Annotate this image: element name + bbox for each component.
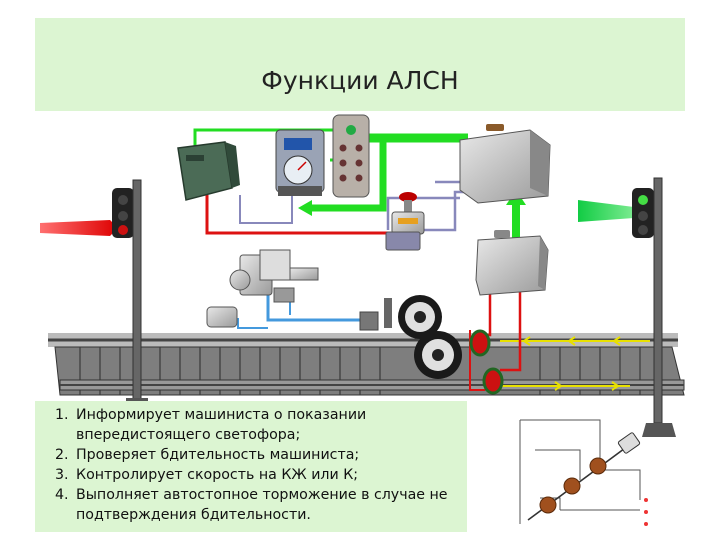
functions-list: Информирует машиниста о показании вперед… — [53, 405, 459, 525]
relay-box — [475, 230, 549, 296]
signal-right-green — [578, 177, 676, 437]
receiving-coils — [469, 329, 504, 395]
function-item-3: Контролирует скорость на КЖ или К; — [73, 465, 459, 485]
function-item-2: Проверяет бдительность машиниста; — [73, 445, 459, 465]
speedometer-device — [275, 129, 325, 196]
slide-title: Функции АЛСН — [261, 66, 459, 95]
alsn-decoder-box — [177, 141, 240, 201]
functions-box: Информирует машиниста о показании вперед… — [35, 401, 467, 532]
amplifier-box — [459, 124, 551, 204]
circuit-schematic — [519, 419, 648, 526]
function-item-1: Информирует машиниста о показании вперед… — [73, 405, 459, 445]
wheelset — [398, 295, 462, 379]
function-item-4: Выполняет автостопное торможение в случа… — [73, 485, 459, 525]
electro-pneumatic-valve — [229, 249, 319, 303]
railway-track — [48, 333, 685, 396]
brake-cylinder — [206, 298, 392, 331]
vigilance-handle — [385, 192, 425, 251]
title-band: Функции АЛСН — [35, 18, 685, 111]
locomotive-signal-unit — [332, 114, 370, 198]
